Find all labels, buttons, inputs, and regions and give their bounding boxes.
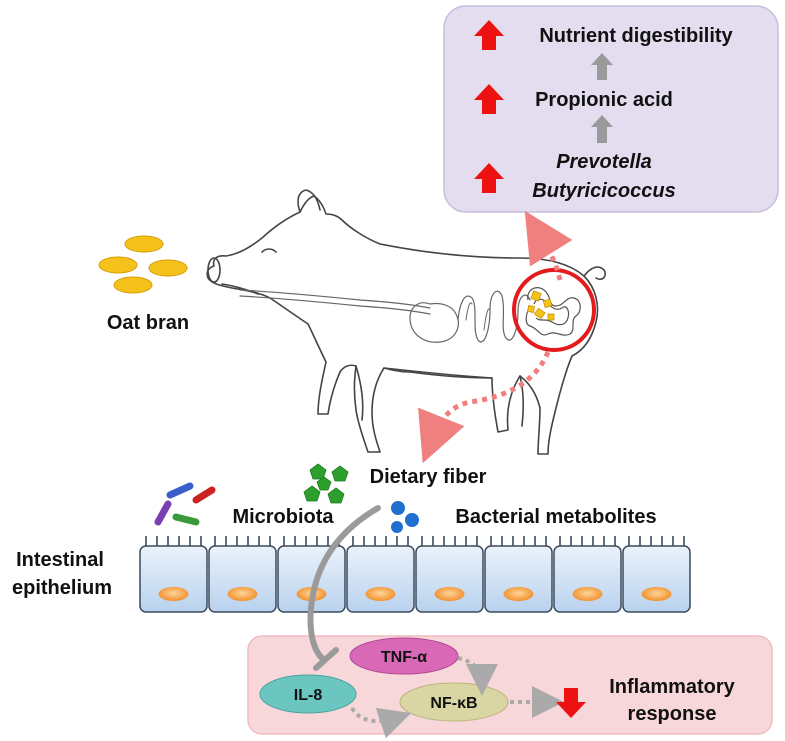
microvilli: [421, 536, 478, 546]
epithelial-cell-row: [139, 536, 691, 613]
outcome-label: Butyricicoccus: [532, 180, 675, 202]
epithelial-cell: [553, 536, 622, 613]
microvilli: [145, 536, 202, 546]
dietary-fiber-label: Dietary fiber: [370, 466, 487, 488]
intestinal-epithelium-label: Intestinal: [16, 549, 104, 571]
microbiota-label: Microbiota: [232, 506, 334, 528]
epithelial-cell: [139, 536, 208, 613]
down-arrow-icon: [556, 688, 586, 718]
oat-bran-label: Oat bran: [107, 312, 189, 334]
dotted-arrow-to-outcomes: [524, 210, 573, 281]
bacterial-metabolites-icon: [391, 501, 419, 533]
epithelial-cell: [208, 536, 277, 613]
outcome-label: Nutrient digestibility: [539, 25, 733, 47]
microbiota-icon: [154, 482, 216, 526]
cell-nucleus: [503, 587, 534, 601]
tnf-to-nfkb-arrow: [457, 656, 498, 696]
intestinal-epithelium-label: epithelium: [12, 577, 112, 599]
outcome-label: Propionic acid: [535, 89, 673, 111]
outcomes-panel-bg: [443, 5, 779, 213]
dietary-fiber-pentagons-icon: [303, 463, 349, 504]
epithelial-cell: [415, 536, 484, 613]
microvilli: [628, 536, 685, 546]
inflammation-panel: TNF-α IL-8 NF-κB Inflammatory response: [247, 505, 773, 739]
cell-nucleus: [572, 587, 603, 601]
microvilli: [559, 536, 616, 546]
cell-nucleus: [365, 587, 396, 601]
up-arrow-icon: [474, 20, 504, 50]
il8-node: [259, 674, 357, 714]
cell-nucleus: [158, 587, 189, 601]
up-arrow-icon: [474, 84, 504, 114]
tnf-alpha-label: TNF-α: [381, 649, 427, 666]
gray-up-arrow-icon: [591, 53, 613, 80]
outcomes-panel: Nutrient digestibility Propionic acid Pr…: [443, 5, 779, 213]
cell-nucleus: [434, 587, 465, 601]
microvilli: [283, 536, 340, 546]
epithelial-cell: [484, 536, 553, 613]
microvilli: [490, 536, 547, 546]
gray-up-arrow-icon: [591, 115, 613, 143]
up-arrow-icon: [474, 163, 504, 193]
epithelial-cell: [622, 536, 691, 613]
microvilli: [352, 536, 409, 546]
inhibition-bar: [313, 647, 339, 671]
dotted-arrow-to-gut: [418, 350, 551, 464]
bacterial-metabolites-label: Bacterial metabolites: [455, 506, 656, 528]
oat-bran-grains-icon: [98, 235, 188, 294]
inhibition-line: [307, 505, 381, 663]
inflammatory-response-label: response: [628, 703, 717, 725]
microvilli: [214, 536, 271, 546]
pig-illustration: [206, 189, 607, 455]
il8-to-nfkb-arrow: [350, 706, 412, 739]
tnf-alpha-node: [349, 637, 459, 675]
epithelial-cell: [346, 536, 415, 613]
cell-nucleus: [227, 587, 258, 601]
outcome-label: Prevotella: [556, 151, 652, 173]
inflammatory-response-label: Inflammatory: [609, 676, 735, 698]
hindgut-highlight-circle: [512, 268, 596, 352]
nfkb-label: NF-κB: [430, 695, 477, 712]
cell-nucleus: [641, 587, 672, 601]
il8-label: IL-8: [294, 687, 323, 704]
fiber-particles-icon: [527, 290, 555, 321]
